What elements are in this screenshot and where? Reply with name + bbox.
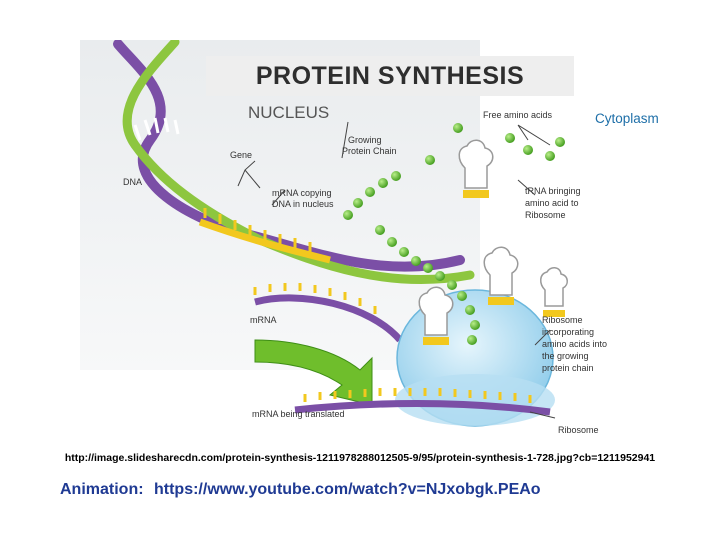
mrna-translated-strand bbox=[294, 388, 551, 416]
trna-anticodons bbox=[423, 190, 565, 345]
label-pointers bbox=[237, 121, 556, 419]
label-ribosome-incorporating-4: the growing bbox=[542, 351, 589, 361]
label-ribosome-incorporating-3: amino acids into bbox=[542, 339, 607, 349]
label-ribosome-incorporating-2: incorporating bbox=[542, 327, 594, 337]
gene-segment bbox=[198, 208, 331, 264]
protein-synthesis-diagram: NUCLEUS Cytoplasm Gene DNA mRNA copying … bbox=[80, 40, 659, 435]
cytoplasm-label: Cytoplasm bbox=[595, 111, 659, 126]
source-url[interactable]: http://image.slidesharecdn.com/protein-s… bbox=[64, 452, 656, 464]
mrna-strand bbox=[253, 283, 403, 343]
trna-molecules bbox=[418, 139, 568, 336]
animation-link[interactable]: https://www.youtube.com/watch?v=NJxobgk.… bbox=[154, 481, 541, 498]
label-ribosome: Ribosome bbox=[558, 425, 599, 435]
label-free-amino-acids: Free amino acids bbox=[483, 110, 553, 120]
page-title: PROTEIN SYNTHESIS bbox=[255, 62, 525, 90]
amino-acid-chain bbox=[343, 171, 480, 345]
label-mrna: mRNA bbox=[250, 315, 277, 325]
label-trna-3: Ribosome bbox=[525, 210, 566, 220]
free-amino-acids bbox=[425, 123, 565, 165]
nucleus-label: NUCLEUS bbox=[248, 103, 329, 122]
animation-label: Animation: bbox=[60, 481, 144, 498]
label-trna-2: amino acid to bbox=[525, 198, 579, 208]
title-banner bbox=[206, 56, 574, 96]
label-growing-1: Growing bbox=[348, 135, 382, 145]
label-mrna-copying-1: mRNA copying bbox=[272, 188, 332, 198]
label-ribosome-incorporating-5: protein chain bbox=[542, 363, 594, 373]
label-ribosome-incorporating-1: Ribosome bbox=[542, 315, 583, 325]
label-mrna-copying-2: DNA in nucleus bbox=[272, 199, 334, 209]
label-gene: Gene bbox=[230, 150, 252, 160]
label-trna-1: tRNA bringing bbox=[525, 186, 581, 196]
label-growing-2: Protein Chain bbox=[342, 146, 397, 156]
dna-helix bbox=[113, 40, 475, 285]
label-dna: DNA bbox=[123, 177, 142, 187]
label-mrna-being-translated: mRNA being translated bbox=[252, 409, 345, 419]
animation-line: Animation: https://www.youtube.com/watch… bbox=[60, 481, 547, 499]
ribosome-lower bbox=[395, 374, 555, 426]
